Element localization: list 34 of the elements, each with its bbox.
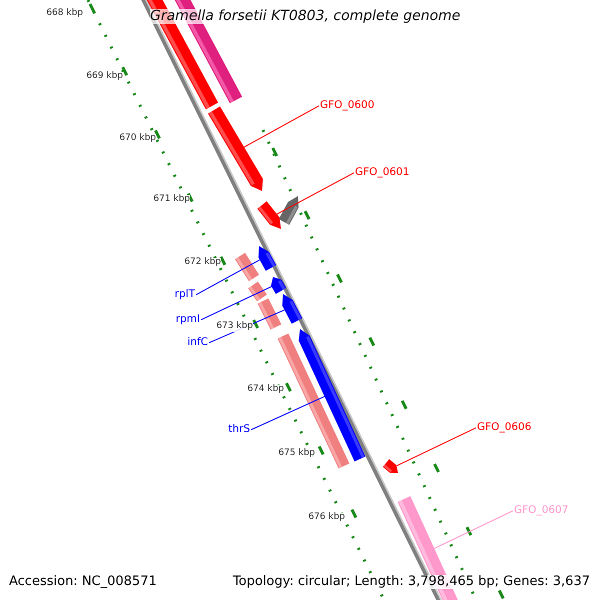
gene-block [282,294,302,324]
scale-label: 671 kbp [153,195,190,205]
scale-label: 676 kbp [308,513,345,523]
leader-line [276,172,354,215]
gene-label: rplT [174,289,195,301]
gene-label: infC [187,337,208,349]
leader-line [434,510,514,549]
gene-label: GFO_0606 [477,422,532,434]
scale-label: 675 kbp [278,449,315,459]
scale-label: 668 kbp [46,9,83,19]
leader-line [200,286,272,320]
gene-block [298,329,366,462]
scale-label: 673 kbp [216,322,253,332]
leader-line [396,427,476,466]
gene-block [271,277,286,294]
gene-label: rpmI [176,314,200,326]
gene-label: GFO_0600 [320,100,374,112]
genome-summary: Topology: circular; Length: 3,798,465 bp; Genes: 3,637 [232,575,590,590]
scale-label: 672 kbp [184,258,221,268]
scale-label: 674 kbp [247,385,284,395]
gene-block [257,201,281,229]
gene-label: GFO_0607 [514,505,568,517]
gene-label: GFO_0601 [355,167,410,179]
accession-text: Accession: NC_008571 [9,575,157,590]
leader-line [250,396,326,430]
gene-block [382,459,398,473]
gene-block [208,106,263,191]
scale-label: 670 kbp [119,134,156,144]
gene-label: thrS [228,424,250,436]
title: Gramella forsetii KT0803, complete genome [150,9,460,24]
leader-line [244,105,320,148]
leader-line [196,259,260,296]
gene-block [258,246,276,271]
scale-label: 669 kbp [86,72,123,82]
